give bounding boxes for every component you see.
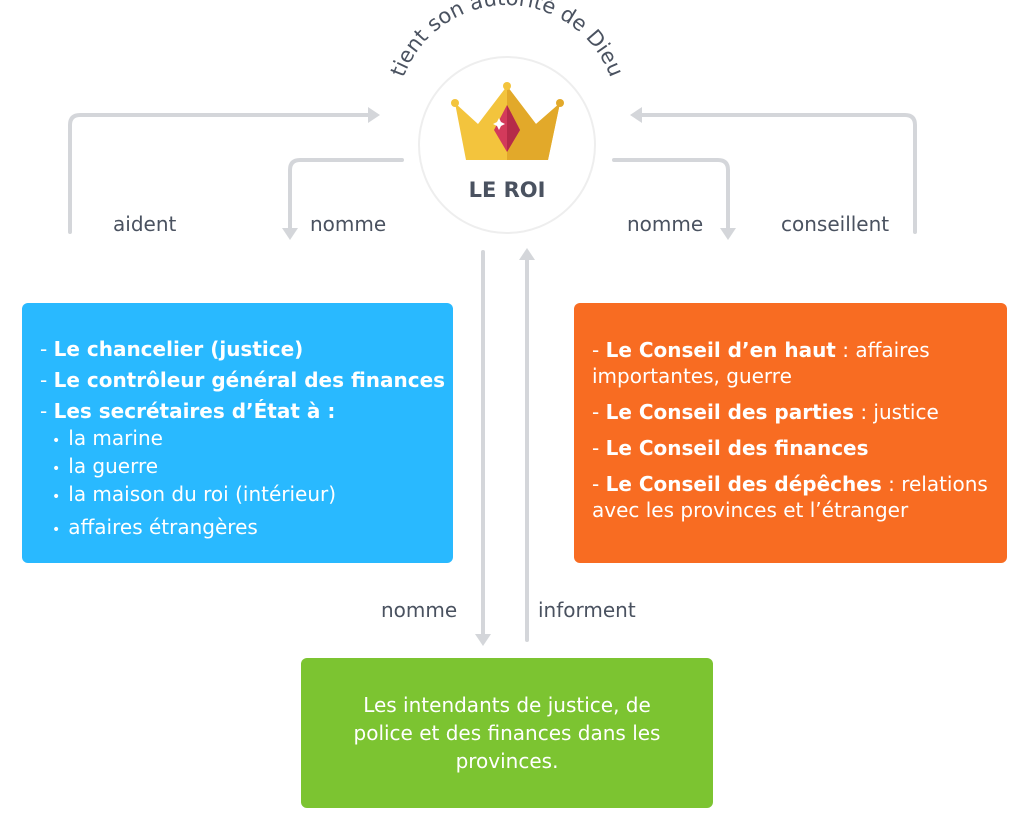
council-item: - Le Conseil des parties : justice bbox=[592, 400, 939, 424]
bullet-icon: • bbox=[52, 489, 61, 505]
secretary-item: •la maison du roi (intérieur) bbox=[52, 482, 337, 506]
councils-box: - Le Conseil d’en haut : affaires import… bbox=[574, 303, 1007, 563]
label-nomme-left: nomme bbox=[310, 212, 387, 236]
secretary-item: •la marine bbox=[52, 426, 163, 450]
council-item: - Le Conseil des dépêches : relations av… bbox=[592, 472, 988, 522]
intendants-box: Les intendants de justice, de police et … bbox=[301, 658, 713, 808]
bullet-icon: • bbox=[52, 522, 61, 538]
label-nomme-right: nomme bbox=[627, 212, 704, 236]
council-item: - Le Conseil d’en haut : affaires import… bbox=[592, 338, 930, 388]
arrow-aident bbox=[68, 113, 374, 234]
secretary-item: •affaires étrangères bbox=[52, 515, 258, 539]
ministers-box: - Le chancelier (justice) - Le contrôleu… bbox=[22, 303, 453, 563]
king-title: LE ROI bbox=[468, 178, 546, 202]
arrowhead-nomme-left bbox=[282, 228, 298, 240]
arrow-conseillent bbox=[638, 113, 917, 234]
crown-icon bbox=[451, 82, 564, 160]
intendants-text: Les intendants de justice, de police et … bbox=[353, 693, 661, 773]
arrowhead-nomme-bottom bbox=[475, 634, 491, 646]
bullet-icon: • bbox=[52, 433, 61, 449]
label-nomme-bottom: nomme bbox=[381, 598, 458, 622]
arrowhead-nomme-right bbox=[720, 228, 736, 240]
label-aident: aident bbox=[113, 212, 177, 236]
label-informent: informent bbox=[538, 598, 636, 622]
label-conseillent: conseillent bbox=[781, 212, 890, 236]
arrowhead-aident bbox=[368, 107, 380, 123]
council-item: - Le Conseil des finances bbox=[592, 436, 869, 460]
minister-item: - Les secrétaires d’État à : bbox=[40, 399, 336, 423]
secretary-item: •la guerre bbox=[52, 454, 159, 478]
bullet-icon: • bbox=[52, 461, 61, 477]
minister-item: - Le contrôleur général des finances bbox=[40, 368, 446, 392]
arrow-nomme-right bbox=[612, 158, 730, 232]
arrowhead-conseillent bbox=[630, 107, 642, 123]
minister-item: - Le chancelier (justice) bbox=[40, 337, 304, 361]
arrowhead-informent bbox=[519, 248, 535, 260]
arrow-nomme-left bbox=[288, 158, 404, 232]
